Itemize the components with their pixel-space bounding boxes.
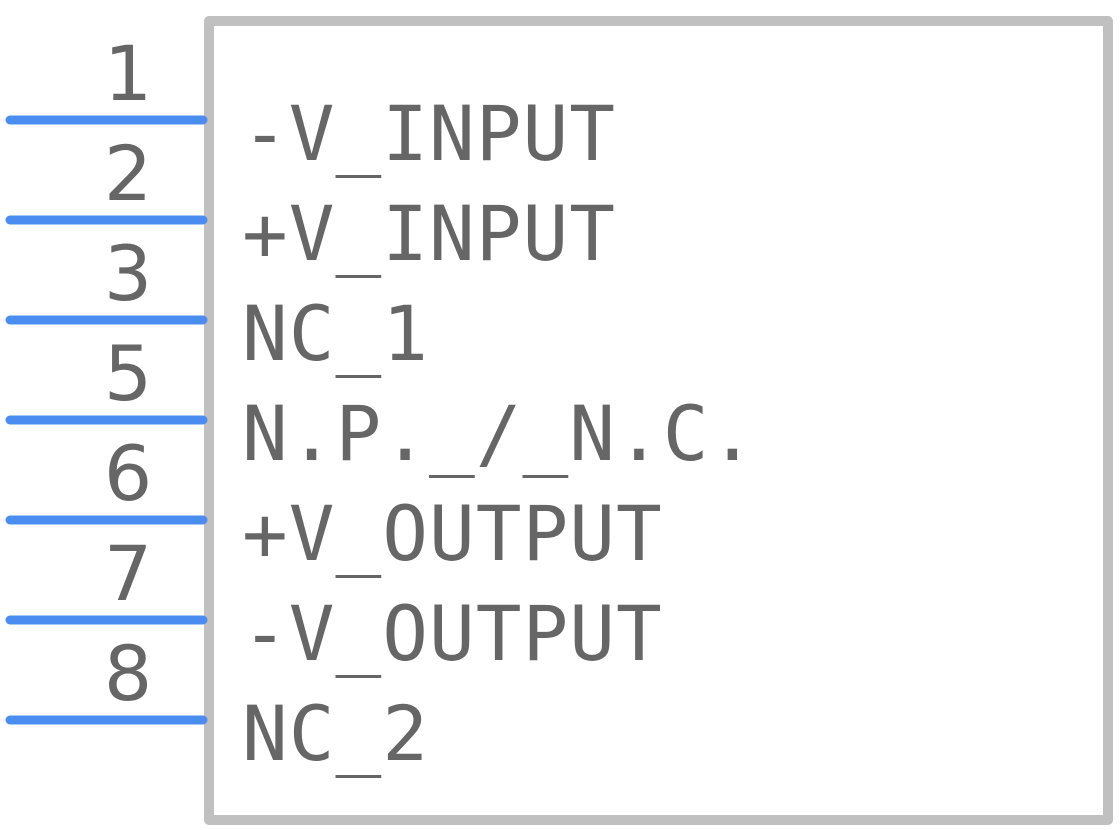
pin-name-2: +V_INPUT (242, 189, 616, 278)
pin-name-8: NC_2 (242, 689, 429, 778)
pin-number-6: 6 (104, 429, 152, 518)
pin-number-7: 7 (104, 529, 152, 618)
pin-number-2: 2 (104, 129, 152, 218)
pins-group: 1 -V_INPUT 2 +V_INPUT 3NC_1 5N.P._/_N.C. 6 +V_O… (5, 29, 756, 778)
pin-number-1: 1 (104, 29, 152, 118)
pin-number-5: 5 (104, 329, 152, 418)
pin-name-1: -V_INPUT (242, 89, 616, 178)
pin-name-7: -V_OUTPUT (242, 589, 663, 678)
component-body-outline (204, 16, 1113, 825)
pin-number-3: 3 (104, 229, 152, 318)
pin-name-3: NC_1 (242, 289, 429, 378)
pin-name-5: N.P._/_N.C. (242, 389, 756, 478)
pin-name-6: +V_OUTPUT (242, 489, 663, 578)
pin-number-8: 8 (104, 629, 152, 718)
